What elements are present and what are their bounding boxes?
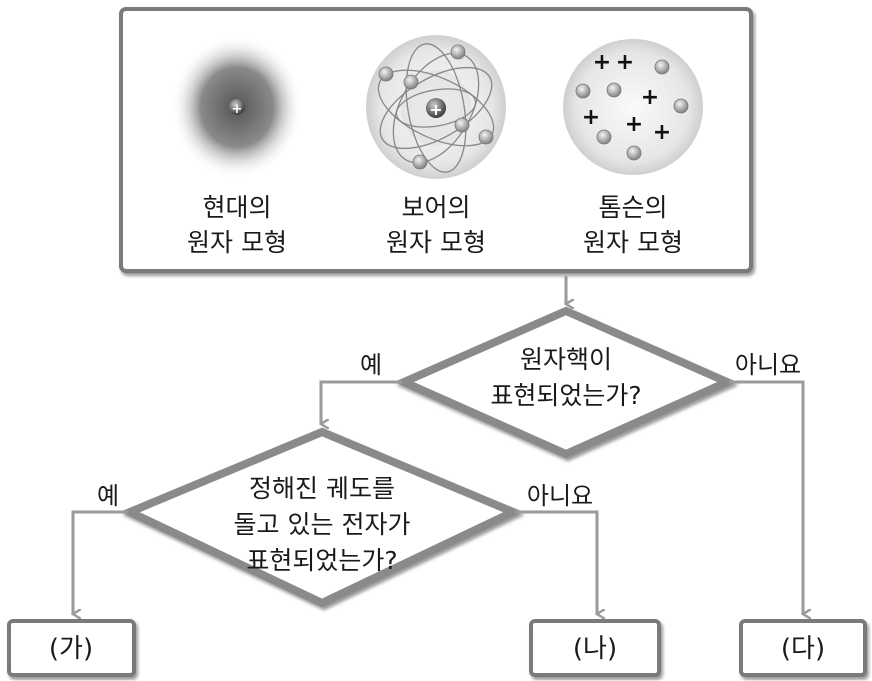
question2-text: 정해진 궤도를 [249, 474, 395, 503]
bohr-model-label: 원자 모형 [386, 228, 486, 257]
result-b-label: (나) [573, 634, 617, 664]
bohr-model-label: 보어의 [401, 193, 470, 222]
result-a-label: (가) [49, 634, 93, 664]
decision-orbit-diamond [120, 427, 523, 608]
result-box-a [7, 619, 136, 677]
svg-text:+: + [616, 50, 634, 75]
thomson-model-label: 톰슨의 [598, 193, 667, 222]
electron-cloud-atom-icon: + [171, 35, 303, 179]
no-arrow [515, 510, 597, 614]
decision-nucleus-diamond [394, 306, 737, 459]
no-arrow [729, 380, 803, 614]
svg-text:+: + [653, 120, 671, 145]
question2-yes-label: 예 [97, 482, 119, 510]
svg-text:+: + [429, 100, 442, 119]
modern-model-label: 원자 모형 [187, 228, 287, 257]
question1-no-label: 아니요 [735, 351, 801, 379]
modern-model-label: 현대의 [202, 193, 271, 222]
svg-text:+: + [641, 85, 659, 110]
yes-arrow [73, 510, 128, 614]
result-box-b [529, 619, 661, 677]
question2-text: 표현되었는가? [246, 546, 397, 575]
question2-text: 돌고 있는 전자가 [234, 510, 411, 539]
svg-text:+: + [582, 105, 600, 130]
result-c-label: (다) [781, 634, 825, 664]
thomson-model-label: 원자 모형 [583, 228, 683, 257]
plum-pudding-atom-icon: ++ ++ ++ [563, 39, 703, 175]
yes-arrow [321, 380, 402, 424]
question1-yes-label: 예 [360, 351, 382, 379]
svg-text:+: + [625, 112, 643, 137]
svg-text:+: + [232, 102, 243, 117]
result-box-c [739, 619, 867, 677]
svg-text:+: + [593, 50, 611, 75]
bohr-orbit-atom-icon: + [366, 35, 506, 179]
question1-text: 원자핵이 [520, 345, 612, 374]
question2-no-label: 아니요 [527, 482, 593, 510]
question1-text: 표현되었는가? [490, 381, 641, 410]
